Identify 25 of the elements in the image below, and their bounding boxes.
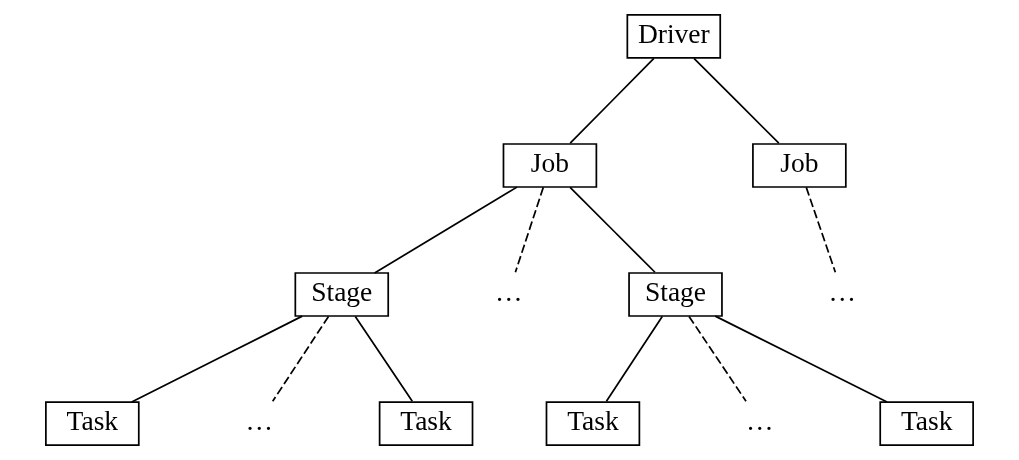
connector	[514, 186, 545, 274]
node-box: Task	[545, 401, 641, 446]
connector	[354, 315, 414, 403]
node-box: Stage	[294, 272, 390, 317]
node-text: …	[245, 405, 273, 437]
connector	[605, 315, 664, 403]
node-box: Job	[752, 143, 847, 188]
connector	[688, 315, 747, 403]
node-box: Task	[879, 401, 974, 446]
node-box: Job	[502, 143, 598, 188]
node-text: …	[828, 276, 857, 308]
connector	[373, 186, 518, 274]
connector	[271, 315, 330, 403]
node-box: Stage	[628, 272, 723, 317]
node-text: …	[746, 405, 774, 437]
node-box: Driver	[626, 14, 722, 59]
node-box: Task	[378, 401, 474, 446]
connector	[569, 186, 656, 274]
connector	[569, 57, 655, 145]
connector	[130, 315, 304, 403]
node-box: Task	[45, 401, 140, 446]
connector	[693, 57, 780, 145]
node-text: …	[494, 276, 523, 308]
connector	[805, 186, 837, 274]
connector	[714, 315, 888, 403]
